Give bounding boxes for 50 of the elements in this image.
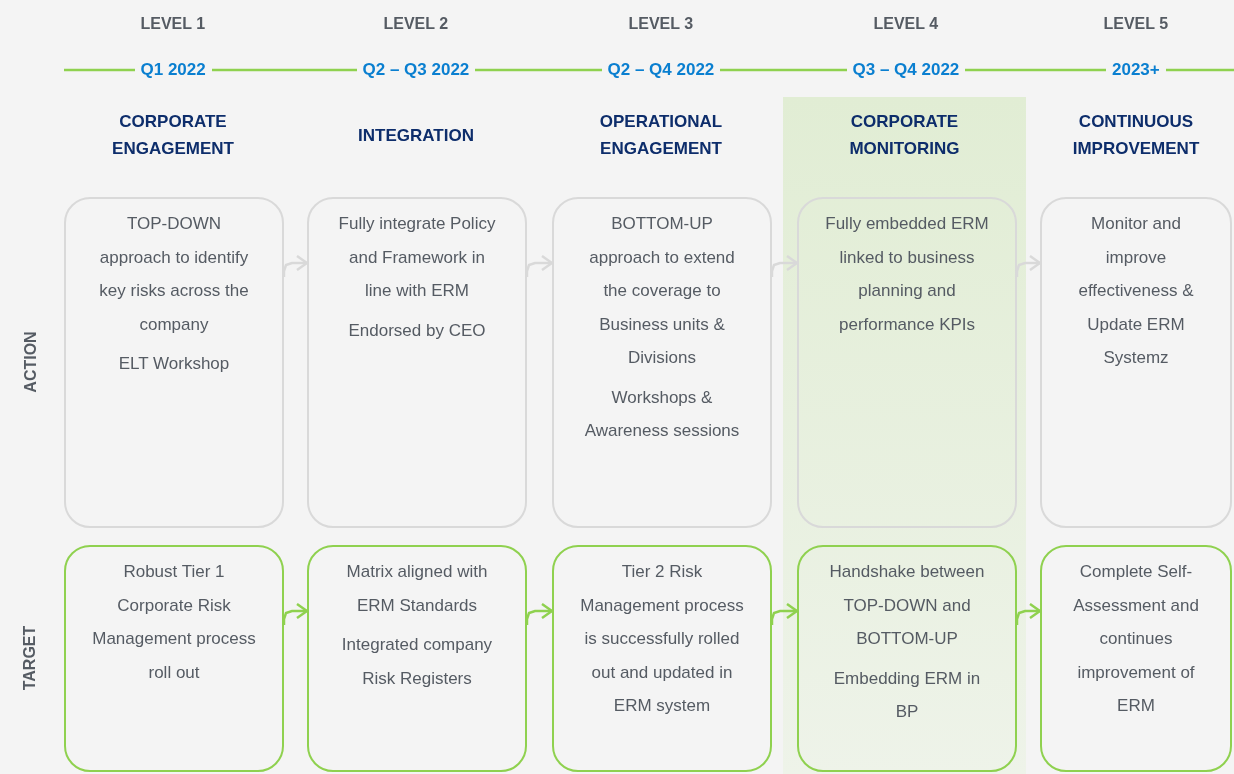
action-box [797, 197, 1017, 528]
level-label: LEVEL 2 [383, 15, 449, 33]
highlight-band [783, 97, 1026, 774]
box-text: Tier 2 Risk Management process is successfully rolled out and updated in ERM system [580, 561, 744, 717]
box-text: Integrated company Risk Registers [340, 634, 494, 690]
phase-title: CORPORATE ENGAGEMENT [111, 111, 235, 160]
arrow [770, 254, 799, 277]
target-box [64, 545, 284, 772]
arrow [282, 602, 309, 625]
box-text: Matrix aligned with ERM Standards [345, 561, 489, 617]
arrow [525, 602, 554, 625]
box-text: ELT Workshop [117, 353, 231, 375]
row-label: ACTION [21, 331, 40, 393]
phase-title: CORPORATE MONITORING [848, 111, 961, 160]
box-text: Workshops & Awareness sessions [583, 386, 741, 442]
date-label: Q2 – Q4 2022 [601, 60, 721, 80]
level-label: LEVEL 1 [140, 15, 206, 33]
row-label: TARGET [20, 625, 39, 691]
box-text: Fully integrate Policy and Framework in line with ERM [337, 213, 497, 302]
phase-title: OPERATIONAL ENGAGEMENT [598, 111, 724, 160]
arrow [770, 602, 799, 625]
box-text: Robust Tier 1 Corporate Risk Management process roll out [92, 561, 256, 684]
date-label: Q1 2022 [134, 60, 212, 80]
action-box [64, 197, 284, 528]
target-box [552, 545, 772, 772]
target-box [1040, 545, 1232, 772]
arrow [525, 254, 554, 277]
level-label: LEVEL 5 [1103, 15, 1169, 33]
action-box [1040, 197, 1232, 528]
box-text: Handshake between TOP-DOWN and BOTTOM-UP [828, 561, 986, 650]
level-label: LEVEL 3 [628, 15, 694, 33]
phase-title: CONTINUOUS IMPROVEMENT [1071, 111, 1201, 160]
arrow [1015, 254, 1042, 277]
arrow [1015, 602, 1042, 625]
action-box [307, 197, 527, 528]
phase-title: INTEGRATION [357, 124, 475, 147]
box-text: Monitor and improve effectiveness & Update ERM Systemz [1077, 213, 1195, 369]
action-box [552, 197, 772, 528]
box-text: Endorsed by CEO [347, 319, 487, 342]
box-text: Embedding ERM in BP [832, 667, 982, 723]
arrow [282, 254, 309, 277]
target-box [797, 545, 1017, 772]
box-text: BOTTOM-UP approach to extend the coverage to Business units & Divisions [588, 213, 736, 369]
target-box [307, 545, 527, 772]
date-label: Q3 – Q4 2022 [846, 60, 966, 80]
box-text: Fully embedded ERM linked to business planning and performance KPIs [825, 213, 989, 336]
box-text: TOP-DOWN approach to identify key risks across the company [98, 213, 250, 336]
date-label: Q2 – Q3 2022 [356, 60, 476, 80]
level-label: LEVEL 4 [873, 15, 939, 33]
box-text: Complete Self-Assessment and continues improvement of ERM [1072, 561, 1200, 717]
